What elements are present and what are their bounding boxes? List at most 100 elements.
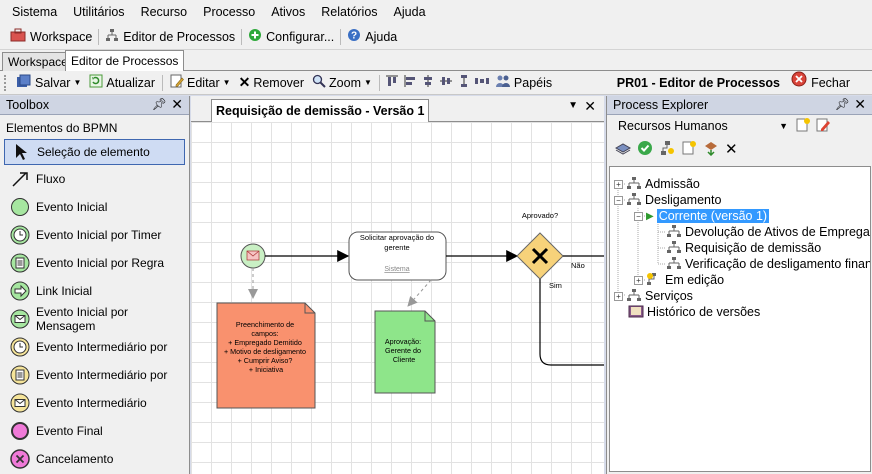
separator [340,28,342,45]
chevron-down-icon: ▼ [363,78,372,87]
menu-processo[interactable]: Processo [203,5,256,19]
check-icon[interactable] [637,140,653,159]
add-node-icon[interactable] [659,140,675,159]
data-object-aprovacao[interactable]: Aprovação: Gerente do Cliente [374,310,436,394]
align-top-button[interactable] [383,74,401,92]
tree-node-desligamento[interactable]: − Desligamento [614,192,721,208]
tool-cancel[interactable]: Cancelamento [0,445,189,473]
align-middle-button[interactable] [437,74,455,92]
distribute-horizontal-button[interactable] [473,74,491,92]
tab-workspace[interactable]: Workspace [2,52,74,71]
delete-icon[interactable]: ✕ [725,141,738,158]
new-document-icon[interactable] [795,117,811,136]
close-icon[interactable]: ✕ [854,96,866,112]
svg-text:Aprovação: Gerente d: Aprovação: Gerente do Cliente [385,337,423,364]
process-editor-button[interactable]: Editor de Processos [101,28,239,45]
menu-ativos[interactable]: Ativos [271,5,306,19]
menu-recurso[interactable]: Recurso [140,5,188,19]
cancel-icon [10,449,30,469]
refresh-button[interactable]: Atualizar [85,74,159,91]
tool-start-event[interactable]: Evento Inicial [0,193,189,221]
help-button[interactable]: ? Ajuda [343,28,401,45]
diagram-canvas[interactable]: Solicitar aprovação do gerente Sistema A… [191,122,604,474]
menu-relatorios[interactable]: Relatórios [321,5,378,19]
align-left-icon [403,74,417,91]
align-left-button[interactable] [401,74,419,92]
tree-node-label: Em edição [665,273,725,287]
separator [162,74,163,91]
menu-ajuda[interactable]: Ajuda [393,5,426,19]
resource-group-select[interactable]: Recursos Humanos ▼ [611,117,791,135]
task-solicitar-aprovacao[interactable]: Solicitar aprovação do gerente Sistema [348,231,447,281]
align-top-icon [385,74,399,91]
hierarchy-icon [626,176,642,193]
tool-flow[interactable]: Fluxo [0,165,189,193]
tool-start-message[interactable]: Evento Inicial por Mensagem [0,305,189,333]
close-icon[interactable]: ✕ [584,98,596,114]
tool-intermediate-rule[interactable]: Evento Intermediário por [0,361,189,389]
start-event[interactable] [240,243,266,269]
toolbar-grip[interactable] [4,74,8,91]
tool-label: Cancelamento [36,452,114,466]
tree-node-devolucao[interactable]: Devolução de Ativos de Empregado [666,224,870,241]
menu-utilitarios[interactable]: Utilitários [73,5,125,19]
remove-label: Remover [253,75,305,90]
tool-start-rule[interactable]: Evento Inicial por Regra [0,249,189,277]
gateway-aprovado[interactable]: Aprovado? Não Sim [516,211,585,290]
tree-node-admissao[interactable]: + Admissão [614,176,700,192]
roles-button[interactable]: Papéis [491,74,556,91]
toolbox-panel: Toolbox 📌︎ ✕ Elementos do BPMN Seleção d… [0,96,190,474]
distribute-vertical-button[interactable] [455,74,473,92]
expand-icon[interactable]: + [614,179,623,189]
tool-intermediate-timer[interactable]: Evento Intermediário por [0,333,189,361]
menu-sistema[interactable]: Sistema [12,5,58,19]
expand-icon[interactable]: + [634,275,643,285]
doc2-line: Gerente do [385,346,421,355]
pin-icon[interactable]: 📌︎ [151,97,167,111]
document-tabs: Workspace Editor de Processos [0,50,872,72]
remove-button[interactable]: ✕ Remover [235,74,308,91]
tree-node-servicos[interactable]: + Serviços [614,288,693,304]
tree-node-corrente[interactable]: − ▶ Corrente (versão 1) [634,208,770,224]
close-icon[interactable]: ✕ [171,96,183,112]
chevron-down-icon[interactable]: ▼ [568,100,578,111]
pin-icon[interactable]: 📌︎ [834,97,850,111]
layers-icon[interactable] [614,140,632,159]
tree-node-verificacao[interactable]: Verificação de desligamento financeiro [666,256,870,272]
tool-intermediate-message[interactable]: Evento Intermediário [0,389,189,417]
close-editor-button[interactable]: Fechar [791,71,850,95]
tab-process-editor[interactable]: Editor de Processos [65,50,185,72]
new-version-icon[interactable] [681,140,697,159]
link-icon [10,281,30,301]
zoom-button[interactable]: Zoom ▼ [308,74,376,91]
align-center-button[interactable] [419,74,437,92]
tool-link-start[interactable]: Link Inicial [0,277,189,305]
deploy-icon[interactable] [703,140,719,159]
save-button[interactable]: Salvar ▼ [12,74,85,91]
tool-start-timer[interactable]: Evento Inicial por Timer [0,221,189,249]
explorer-header: Process Explorer 📌︎ ✕ [607,96,872,115]
tool-select-element[interactable]: Seleção de elemento [4,139,185,165]
configure-button[interactable]: Configurar... [244,28,338,45]
hierarchy-icon [666,224,682,241]
tree-node-label: Histórico de versões [647,305,761,319]
edit-document-icon[interactable] [815,117,831,136]
tree-node-requisicao[interactable]: Requisição de demissão [666,240,821,256]
exclusive-gateway-icon [531,247,549,265]
flow-gateway-yes[interactable] [539,279,604,366]
close-icon: ✕ [238,74,251,90]
tree-node-em-edicao[interactable]: + Em edição [634,272,724,288]
edit-button[interactable]: Editar ▼ [166,74,235,91]
tab-diagram[interactable]: Requisição de demissão - Versão 1 [211,99,430,122]
tool-end-event[interactable]: Evento Final [0,417,189,445]
data-object-preenchimento[interactable]: Preenchimento de campos: + Empregado Dem… [216,302,316,409]
collapse-icon[interactable]: − [614,195,623,205]
chevron-down-icon: ▼ [222,78,231,87]
process-tree: + Admissão − Desligamento − ▶ Corrente (… [609,166,871,472]
workspace-button[interactable]: Workspace [6,28,96,45]
expand-icon[interactable]: + [614,291,623,301]
align-middle-icon [439,74,453,91]
process-editor-label: Editor de Processos [123,29,236,44]
collapse-icon[interactable]: − [634,211,643,221]
tree-node-historico[interactable]: Histórico de versões [628,304,760,320]
